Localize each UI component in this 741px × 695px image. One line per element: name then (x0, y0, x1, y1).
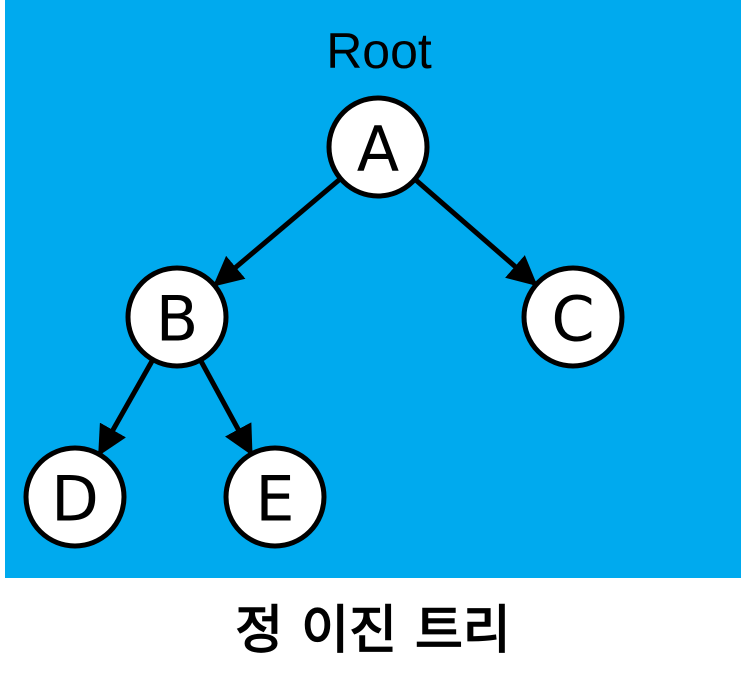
diagram-caption: 정 이진 트리 (235, 601, 510, 661)
node-label: C (551, 283, 594, 356)
node-label: A (357, 113, 399, 186)
node-circle (223, 445, 327, 549)
node-d: D (23, 445, 127, 549)
nodes: A B C D E (23, 95, 625, 549)
node-b: B (125, 265, 229, 369)
edge-b-e (198, 358, 254, 456)
edge-b-d (97, 358, 156, 457)
node-a: A (326, 95, 430, 199)
edge-a-c (413, 177, 538, 287)
node-circle (23, 445, 127, 549)
node-label: B (156, 283, 199, 356)
node-label: E (255, 463, 294, 536)
node-label: D (51, 463, 99, 536)
node-circle (326, 95, 430, 199)
node-c: C (521, 265, 625, 369)
edge-a-b (212, 176, 343, 287)
edges (97, 176, 538, 457)
root-label: Root (326, 23, 432, 79)
node-circle (125, 265, 229, 369)
node-e: E (223, 445, 327, 549)
node-circle (521, 265, 625, 369)
